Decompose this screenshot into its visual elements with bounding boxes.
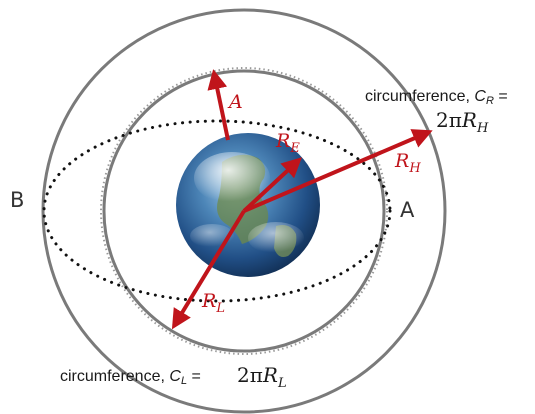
caption-high-orbit-formula: 2πRH — [436, 108, 489, 136]
high-orbit-circle — [41, 8, 447, 414]
label-arrow-rl: RL — [201, 290, 225, 316]
arrow-rh — [243, 129, 433, 213]
caption-low-orbit-formula: 2πRL — [237, 363, 287, 391]
caption-low-orbit: circumference, CL = — [60, 368, 201, 387]
caption-high-orbit-line1: circumference, CR = — [365, 88, 508, 107]
arrow-a — [207, 69, 230, 141]
arrow-re — [242, 157, 302, 213]
label-arrow-re: RE — [275, 130, 300, 156]
label-point-b: B — [10, 188, 24, 212]
label-arrow-a: A — [227, 91, 243, 113]
label-arrow-rh: RH — [394, 150, 421, 176]
arrow-rl — [171, 209, 246, 330]
low-orbit-dotted-ring — [100, 67, 388, 355]
label-point-a: A — [400, 198, 415, 222]
transfer-orbit-ellipse — [42, 119, 392, 303]
low-orbit-circle — [102, 69, 386, 353]
